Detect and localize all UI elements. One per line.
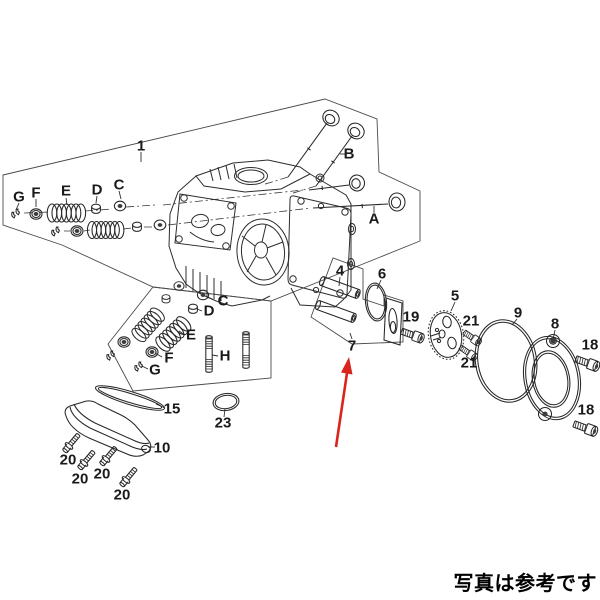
side-cover-group — [60, 385, 240, 490]
callout-a: A — [368, 210, 380, 228]
callout-e-upper: E — [60, 182, 72, 200]
callout-g-lower: G — [149, 361, 161, 379]
reference-note: 写真は参考です — [453, 573, 597, 595]
cylinder-head — [168, 159, 356, 308]
upper-spring-set — [9, 200, 167, 240]
callout-18a: 18 — [581, 336, 599, 354]
callout-g-upper: G — [13, 188, 25, 206]
callout-c-lower: C — [217, 292, 229, 310]
callout-c-upper: C — [113, 176, 125, 194]
callout-18b: 18 — [577, 401, 595, 419]
callout-6: 6 — [377, 265, 387, 283]
kit-boundary-lines — [2, 98, 421, 392]
callout-20b: 20 — [71, 470, 89, 488]
callout-b: B — [343, 145, 355, 163]
callout-f-upper: F — [31, 184, 41, 202]
callout-21a: 21 — [462, 312, 480, 330]
pointer-arrow — [334, 357, 353, 448]
callout-21b: 21 — [460, 354, 478, 372]
callout-f-lower: F — [164, 349, 174, 367]
callout-7: 7 — [347, 337, 357, 355]
callout-d-upper: D — [91, 181, 103, 199]
cam-chain-side-group — [314, 275, 600, 438]
callout-10: 10 — [153, 439, 171, 457]
callout-9: 9 — [513, 304, 523, 322]
callout-20c: 20 — [93, 465, 111, 483]
callout-5: 5 — [450, 287, 460, 305]
callout-1: 1 — [136, 137, 146, 155]
callout-15: 15 — [163, 400, 181, 418]
callout-23: 23 — [214, 414, 232, 432]
callout-8: 8 — [550, 315, 560, 333]
callout-h: H — [219, 347, 231, 365]
callout-d-lower: D — [203, 302, 215, 320]
callout-20d: 20 — [113, 486, 131, 504]
callout-19: 19 — [402, 308, 420, 326]
callout-4: 4 — [335, 262, 345, 280]
callout-20a: 20 — [59, 451, 77, 469]
callout-e-lower: E — [185, 326, 197, 344]
